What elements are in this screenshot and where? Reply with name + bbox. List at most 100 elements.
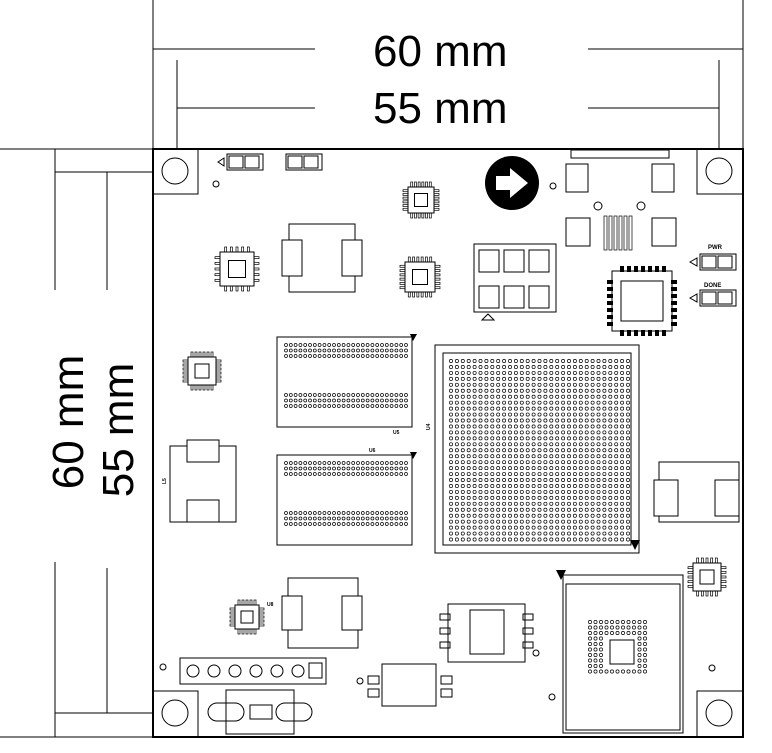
memory-ball <box>293 461 298 465</box>
fpga-ball <box>502 525 507 530</box>
fpga-ball <box>572 424 577 429</box>
fpga-ball <box>525 424 530 429</box>
fpga-ball <box>608 442 613 447</box>
qfn-right-pin <box>671 294 677 298</box>
flash-ball <box>621 669 625 674</box>
flash-ball <box>632 620 636 624</box>
fpga-ball <box>578 513 583 518</box>
fpga-ball <box>460 359 465 363</box>
fpga-ball <box>626 466 630 471</box>
fpga-ball <box>561 537 566 542</box>
fpga-ball <box>626 442 630 447</box>
mounting-pad-top-right <box>696 148 744 195</box>
switch-pad-left <box>207 702 245 722</box>
memory-ball <box>284 343 288 347</box>
fpga-ball <box>531 460 536 465</box>
fpga-ball <box>519 531 524 536</box>
memory-ball <box>404 354 408 358</box>
fpga-ball <box>620 460 625 465</box>
memory-ball <box>327 354 332 358</box>
fpga-ball <box>508 489 512 494</box>
memory-ball <box>303 348 308 353</box>
flash-ball <box>593 653 598 657</box>
fpga-ball <box>578 424 583 429</box>
qfn-ic-pin <box>182 367 189 371</box>
fpga-ball <box>561 484 566 488</box>
memory-ball <box>298 354 303 358</box>
fpga-ball <box>549 370 554 375</box>
fpga-ball <box>608 460 613 465</box>
memory-ball <box>303 472 308 476</box>
flash-ball <box>632 625 636 630</box>
fpga-ball <box>472 448 477 453</box>
fpga-ball <box>608 501 613 506</box>
fpga-ball <box>449 484 453 488</box>
qfn-ic <box>404 261 436 293</box>
memory-ball <box>293 511 298 515</box>
memory-ball <box>341 393 346 397</box>
qfn-ic-pin <box>414 181 417 188</box>
flash-ball <box>626 620 631 624</box>
memory-ball <box>394 354 399 358</box>
fpga-ball <box>490 519 495 524</box>
fpga-ball <box>519 424 524 429</box>
qfn-right-pin <box>607 287 613 291</box>
fpga-ball <box>572 519 577 524</box>
fpga-ball <box>555 394 560 399</box>
qfn-ic-pin <box>253 273 260 277</box>
qfn-ic-pin <box>229 285 233 292</box>
memory-ball <box>370 393 375 397</box>
fpga-ball <box>620 454 625 459</box>
fpga-bga-u4-outer <box>434 344 640 554</box>
memory-ball <box>389 511 394 515</box>
memory-ball <box>312 466 317 471</box>
fpga-ball <box>537 382 542 387</box>
fpga-ball <box>596 430 601 435</box>
fpga-ball <box>490 507 495 512</box>
fpga-ball <box>602 376 607 381</box>
flash-ball <box>643 625 647 630</box>
fpga-ball <box>513 394 518 399</box>
fpga-ball <box>472 525 477 530</box>
memory-ball <box>327 398 332 403</box>
memory-ball <box>303 404 308 408</box>
fpga-ball <box>525 442 530 447</box>
fpga-ball <box>590 460 595 465</box>
memory-ball <box>308 511 312 515</box>
memory-ball <box>399 404 404 408</box>
fpga-ball <box>519 525 524 530</box>
fpga-ball <box>472 388 477 393</box>
fpga-ball <box>449 365 453 369</box>
fpga-ball <box>596 495 601 500</box>
qfn-ic-pin <box>434 264 441 268</box>
qfn-ic-pin <box>258 607 265 611</box>
memory-ball <box>389 404 394 408</box>
fpga-ball <box>549 424 554 429</box>
fpga-ball <box>608 507 613 512</box>
fpga-ball <box>531 365 536 369</box>
qfn-ic-pin <box>429 256 433 263</box>
fpga-ball <box>608 513 613 518</box>
fpga-ball <box>519 513 524 518</box>
fpga-ball <box>496 525 501 530</box>
fpga-ball <box>508 472 512 476</box>
flash-ball <box>588 625 592 630</box>
fpga-ball <box>578 359 583 363</box>
qfn-ic-pin <box>720 575 727 579</box>
fpga-ball <box>626 418 630 423</box>
fpga-ball <box>484 519 489 524</box>
fpga-ball <box>549 394 554 399</box>
fpga-ball <box>525 388 530 393</box>
fpga-ball <box>519 501 524 506</box>
qfn-ic <box>407 186 435 214</box>
memory-ball <box>317 348 322 353</box>
fpga-ball <box>508 495 512 500</box>
fpga-ball <box>590 513 595 518</box>
fpga-ball <box>549 400 554 405</box>
fpga-ball <box>502 478 507 482</box>
fpga-ball <box>537 484 542 488</box>
fpga-ball <box>620 495 625 500</box>
fpga-ball <box>626 376 630 381</box>
fpga-ball <box>449 406 453 411</box>
flash-ball <box>637 647 642 652</box>
